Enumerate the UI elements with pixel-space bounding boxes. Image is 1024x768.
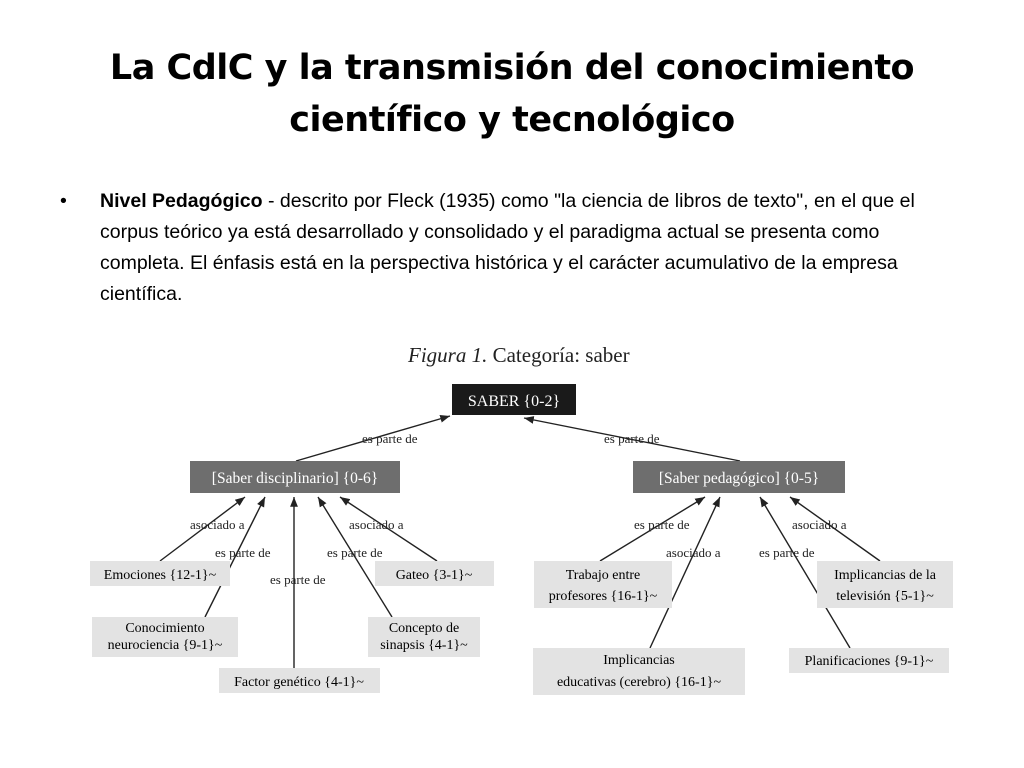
bullet-text: Nivel Pedagógico - descrito por Fleck (1… xyxy=(100,186,960,310)
edge-conocimiento xyxy=(204,496,266,618)
node-implicancias-educativas: Implicancias educativas (cerebro) {16-1}… xyxy=(533,648,745,695)
slide-title-line-1: La CdlC y la transmisión del conocimient… xyxy=(109,48,915,88)
edge-ped-root xyxy=(523,416,741,462)
node-label: sinapsis {4-1}~ xyxy=(380,638,468,653)
edge-labels: es parte de es parte de asociado a es pa… xyxy=(190,431,847,587)
edge-label: es parte de xyxy=(604,431,660,446)
edge-label: asociado a xyxy=(349,517,404,532)
edge-label: asociado a xyxy=(190,517,245,532)
node-conocimiento: Conocimiento neurociencia {9-1}~ xyxy=(92,617,238,657)
node-saber-disciplinario: [Saber disciplinario] {0-6} xyxy=(190,461,400,493)
node-label: SABER {0-2} xyxy=(468,393,560,410)
edges xyxy=(159,414,881,668)
node-label: Emociones {12-1}~ xyxy=(104,568,217,583)
node-saber-pedagogico: [Saber pedagógico] {0-5} xyxy=(633,461,845,493)
edge-disc-root xyxy=(295,414,451,462)
node-factor-genetico: Factor genético {4-1}~ xyxy=(219,668,380,693)
node-label: profesores {16-1}~ xyxy=(549,589,658,604)
node-label: Implicancias de la xyxy=(834,568,937,583)
node-label: televisión {5-1}~ xyxy=(836,589,934,604)
edge-label: asociado a xyxy=(792,517,847,532)
edge-label: asociado a xyxy=(666,545,721,560)
node-concepto-sinapsis: Concepto de sinapsis {4-1}~ xyxy=(368,617,480,657)
node-label: Gateo {3-1}~ xyxy=(396,568,473,583)
edge-implic-tv xyxy=(789,496,881,562)
slide-title-line-2: científico y tecnológico xyxy=(289,100,735,140)
node-trabajo-profesores: Trabajo entre profesores {16-1}~ xyxy=(534,561,672,608)
edge-implic-edu xyxy=(649,496,721,649)
bullet-body: - descrito por Fleck (1935) como "la cie… xyxy=(100,190,915,305)
edge-label: es parte de xyxy=(327,545,383,560)
edge-label: es parte de xyxy=(215,545,271,560)
node-label: Conocimiento xyxy=(125,621,204,636)
edge-concepto xyxy=(317,496,393,618)
edge-label: es parte de xyxy=(270,572,326,587)
node-label: educativas (cerebro) {16-1}~ xyxy=(557,675,721,690)
edge-gateo xyxy=(339,496,438,562)
edge-trabajo xyxy=(599,496,706,562)
edge-emociones xyxy=(159,496,246,562)
bullet-item: • Nivel Pedagógico - descrito por Fleck … xyxy=(60,186,960,310)
node-label: neurociencia {9-1}~ xyxy=(108,638,223,653)
bullet-marker: • xyxy=(60,190,67,212)
node-label: Factor genético {4-1}~ xyxy=(234,675,364,690)
node-saber: SABER {0-2} xyxy=(452,384,576,415)
edge-label: es parte de xyxy=(759,545,815,560)
bullet-bold-term: Nivel Pedagógico xyxy=(100,190,263,212)
node-planificaciones: Planificaciones {9-1}~ xyxy=(789,648,949,673)
edge-label: es parte de xyxy=(362,431,418,446)
node-implicancias-television: Implicancias de la televisión {5-1}~ xyxy=(817,561,953,608)
node-emociones: Emociones {12-1}~ xyxy=(90,561,230,586)
node-label: Planificaciones {9-1}~ xyxy=(805,654,934,669)
node-label: [Saber disciplinario] {0-6} xyxy=(212,470,378,487)
figure-caption-text: Categoría: saber xyxy=(487,343,629,367)
edge-label: es parte de xyxy=(634,517,690,532)
node-gateo: Gateo {3-1}~ xyxy=(375,561,494,586)
node-label: Concepto de xyxy=(389,621,459,636)
node-label: Trabajo entre xyxy=(566,568,641,583)
figure-caption-prefix: Figura 1. xyxy=(407,343,487,367)
figure-caption: Figura 1. Categoría: saber xyxy=(407,343,630,367)
node-label: Implicancias xyxy=(603,653,675,668)
node-label: [Saber pedagógico] {0-5} xyxy=(659,470,819,487)
slide-title: La CdlC y la transmisión del conocimient… xyxy=(60,42,964,146)
edge-planificaciones xyxy=(759,496,851,649)
